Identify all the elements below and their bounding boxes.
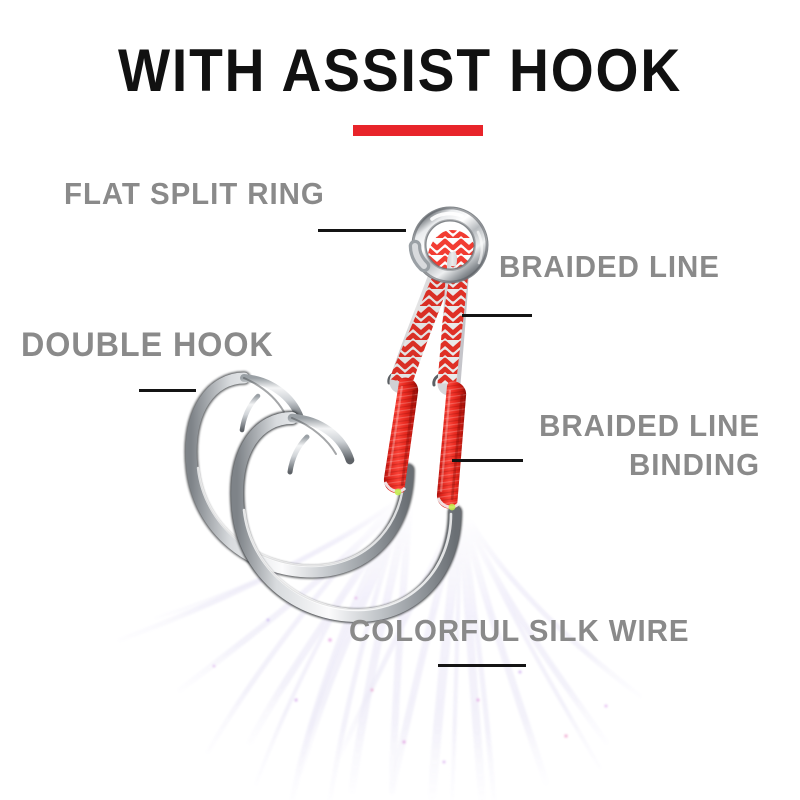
callout-label-colorful-silk-wire: COLORFUL SILK WIRE <box>349 613 690 648</box>
leader-line-flat-split-ring <box>318 229 406 232</box>
title-underline-accent <box>353 125 483 136</box>
callout-label-braided-line: BRAIDED LINE <box>499 249 720 284</box>
page-title: WITH ASSIST HOOK <box>117 37 683 104</box>
split-ring <box>408 206 489 284</box>
leader-line-braided-line-binding <box>452 459 523 462</box>
leader-line-colorful-silk-wire <box>438 664 526 667</box>
callout-label-binding-line-2: BINDING <box>629 447 760 482</box>
silk-wire-tassels <box>117 494 643 800</box>
callout-label-binding-line-1: BRAIDED LINE <box>539 408 760 443</box>
callout-label-flat-split-ring: FLAT SPLIT RING <box>64 176 325 211</box>
leader-line-braided-line <box>462 314 532 317</box>
hook-eyes <box>387 368 463 398</box>
braided-line <box>389 229 477 396</box>
braided-line-binding-left <box>383 377 419 496</box>
hook-rear <box>184 371 415 579</box>
leader-line-double-hook <box>139 389 196 392</box>
hook-front <box>229 410 463 624</box>
callout-label-braided-line-binding: BRAIDED LINE BINDING <box>447 406 761 484</box>
callout-label-double-hook: DOUBLE HOOK <box>21 326 274 364</box>
